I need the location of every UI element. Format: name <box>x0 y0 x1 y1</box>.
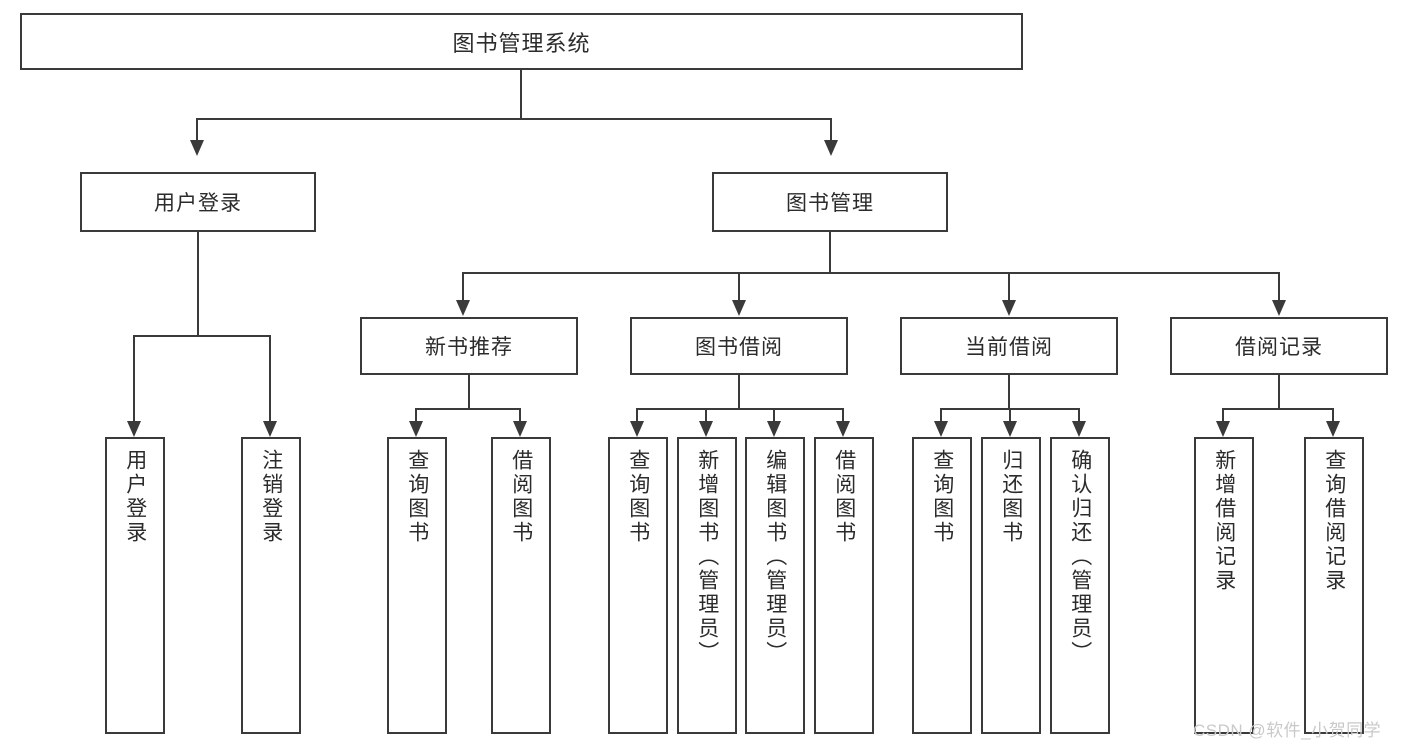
connector-root-bus <box>196 118 832 120</box>
connector-nbr-bus <box>415 408 521 410</box>
leaf-label: 查询图书 <box>405 449 429 545</box>
node-book-management[interactable]: 图书管理 <box>712 172 948 232</box>
connector-user-login-bus <box>133 335 269 337</box>
arrowhead-borrow-record <box>1272 300 1286 316</box>
connector-book-management-stem <box>829 232 831 272</box>
connector-user-login-drop-2 <box>269 335 271 421</box>
leaf-label: 新增图书（管理员） <box>695 449 719 665</box>
leaf-label: 查询图书 <box>626 449 650 545</box>
connector-br-stem <box>1278 375 1280 408</box>
arrowhead-leaf-user-login <box>127 421 141 437</box>
arrowhead-leaf-logout <box>263 421 277 437</box>
leaf-label: 新增借阅记录 <box>1212 449 1236 593</box>
leaf-label: 归还图书 <box>999 449 1023 545</box>
node-borrow-record[interactable]: 借阅记录 <box>1170 317 1388 375</box>
connector-root-stem <box>520 70 522 118</box>
connector-bb-drop-2 <box>705 408 707 421</box>
arrowhead-book-management <box>824 140 838 156</box>
arrowhead-user-login <box>190 140 204 156</box>
connector-root-drop-left <box>196 118 198 140</box>
connector-cb-stem <box>1008 375 1010 408</box>
arrowhead-bb-leaf-3 <box>767 421 781 437</box>
leaf-br-query-record[interactable]: 查询借阅记录 <box>1304 437 1364 734</box>
connector-br-drop-1 <box>1222 408 1224 421</box>
leaf-label: 注销登录 <box>259 449 283 545</box>
connector-bb-bus <box>636 408 844 410</box>
leaf-bb-query-book[interactable]: 查询图书 <box>608 437 668 734</box>
node-label: 图书管理系统 <box>452 30 591 56</box>
arrowhead-br-leaf-2 <box>1326 421 1340 437</box>
connector-user-login-stem <box>197 232 199 335</box>
arrowhead-bb-leaf-2 <box>699 421 713 437</box>
connector-br-bus <box>1222 408 1334 410</box>
arrowhead-bb-leaf-4 <box>836 421 850 437</box>
leaf-label: 查询图书 <box>930 449 954 545</box>
connector-bm-drop-2 <box>738 272 740 300</box>
leaf-label: 确认归还（管理员） <box>1068 449 1092 665</box>
arrowhead-nbr-leaf-1 <box>409 421 423 437</box>
leaf-label: 查询借阅记录 <box>1322 449 1346 593</box>
connector-cb-drop-1 <box>940 408 942 421</box>
connector-bm-drop-4 <box>1278 272 1280 300</box>
arrowhead-bb-leaf-1 <box>630 421 644 437</box>
leaf-user-login[interactable]: 用户登录 <box>105 437 165 734</box>
leaf-bb-borrow-book[interactable]: 借阅图书 <box>814 437 874 734</box>
connector-user-login-drop-1 <box>133 335 135 421</box>
node-label: 当前借阅 <box>965 336 1053 359</box>
connector-bm-drop-3 <box>1008 272 1010 300</box>
connector-cb-drop-2 <box>1009 408 1011 421</box>
connector-bb-drop-3 <box>773 408 775 421</box>
node-new-book-recommend[interactable]: 新书推荐 <box>360 317 578 375</box>
arrowhead-cb-leaf-1 <box>934 421 948 437</box>
arrowhead-cb-leaf-3 <box>1072 421 1086 437</box>
leaf-label: 编辑图书（管理员） <box>763 449 787 665</box>
node-book-borrow[interactable]: 图书借阅 <box>630 317 848 375</box>
connector-nbr-drop-2 <box>519 408 521 421</box>
connector-bb-drop-1 <box>636 408 638 421</box>
arrowhead-br-leaf-1 <box>1216 421 1230 437</box>
leaf-cb-confirm-return-admin[interactable]: 确认归还（管理员） <box>1050 437 1110 734</box>
csdn-watermark: CSDN @软件_小贺同学 <box>1193 721 1382 740</box>
node-label: 图书借阅 <box>695 336 783 359</box>
leaf-bb-edit-book-admin[interactable]: 编辑图书（管理员） <box>745 437 805 734</box>
leaf-label: 借阅图书 <box>832 449 856 545</box>
arrowhead-cb-leaf-2 <box>1003 421 1017 437</box>
connector-bm-drop-1 <box>462 272 464 300</box>
node-label: 图书管理 <box>786 192 874 215</box>
node-label: 用户登录 <box>154 192 242 215</box>
connector-cb-drop-3 <box>1078 408 1080 421</box>
connector-nbr-drop-1 <box>415 408 417 421</box>
leaf-nbr-borrow-book[interactable]: 借阅图书 <box>491 437 551 734</box>
connector-root-drop-right <box>830 118 832 140</box>
arrowhead-current-borrow <box>1002 300 1016 316</box>
leaf-bb-add-book-admin[interactable]: 新增图书（管理员） <box>677 437 737 734</box>
node-label: 借阅记录 <box>1235 336 1323 359</box>
node-user-login[interactable]: 用户登录 <box>80 172 316 232</box>
leaf-cb-query-book[interactable]: 查询图书 <box>912 437 972 734</box>
leaf-label: 用户登录 <box>123 449 147 545</box>
leaf-nbr-query-book[interactable]: 查询图书 <box>387 437 447 734</box>
connector-book-management-bus <box>462 272 1280 274</box>
leaf-br-add-record[interactable]: 新增借阅记录 <box>1194 437 1254 734</box>
node-root-book-management-system[interactable]: 图书管理系统 <box>20 13 1023 70</box>
node-current-borrow[interactable]: 当前借阅 <box>900 317 1118 375</box>
node-label: 新书推荐 <box>425 336 513 359</box>
connector-bb-stem <box>738 375 740 408</box>
leaf-label: 借阅图书 <box>509 449 533 545</box>
leaf-cb-return-book[interactable]: 归还图书 <box>981 437 1041 734</box>
leaf-logout[interactable]: 注销登录 <box>241 437 301 734</box>
connector-br-drop-2 <box>1332 408 1334 421</box>
arrowhead-book-borrow <box>732 300 746 316</box>
connector-nbr-stem <box>468 375 470 408</box>
connector-bb-drop-4 <box>842 408 844 421</box>
arrowhead-nbr-leaf-2 <box>513 421 527 437</box>
arrowhead-new-book-recommend <box>456 300 470 316</box>
